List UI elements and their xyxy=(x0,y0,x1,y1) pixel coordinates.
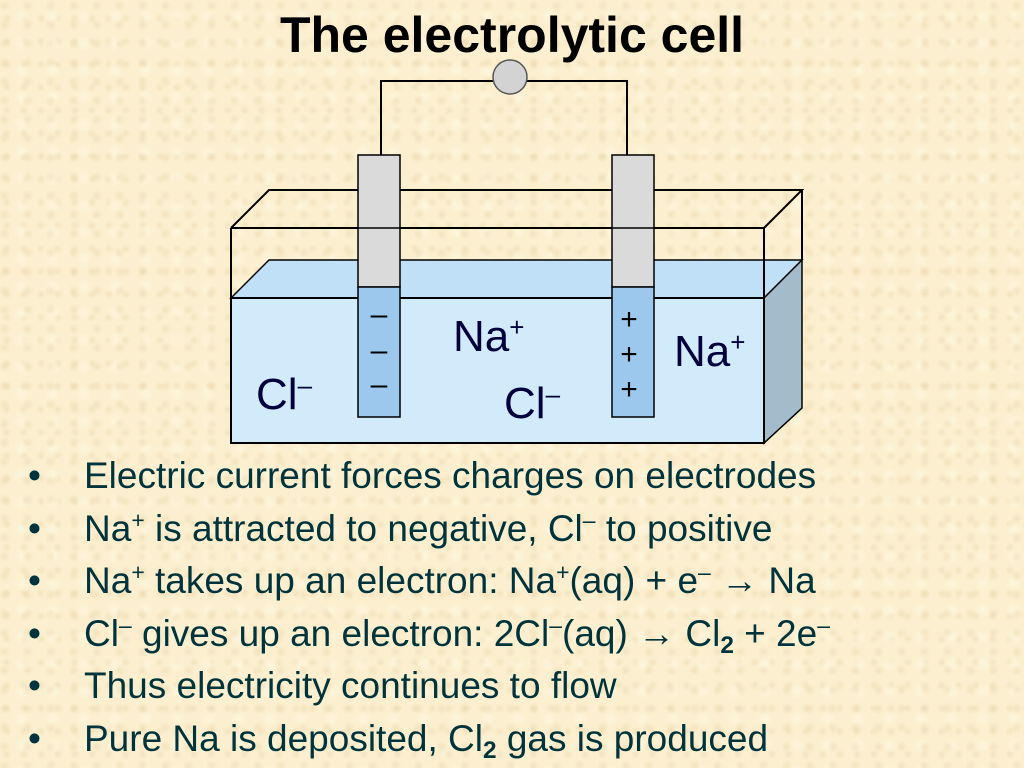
cathode-charge: – xyxy=(371,334,388,367)
power-source-icon xyxy=(492,59,528,95)
charge-superscript: – xyxy=(817,611,830,638)
bullet-text: Na xyxy=(84,560,132,601)
bullet-text: takes up an electron: Na xyxy=(144,560,557,601)
charge-superscript: – xyxy=(698,559,711,586)
bullet-text: → Na xyxy=(710,560,816,601)
charge-superscript: – xyxy=(118,611,132,638)
charge-superscript: + xyxy=(131,506,145,533)
bullet-text: Pure Na is deposited, Cl xyxy=(84,717,483,759)
cathode-electrode: – – – xyxy=(357,154,401,418)
charge-superscript: – xyxy=(549,611,562,638)
ion-label-na-right: Na+ xyxy=(674,327,745,376)
bullet-text: Thus electricity continues to flow xyxy=(84,665,617,706)
bullet-item: Pure Na is deposited, Cl2 gas is produce… xyxy=(28,713,1018,766)
cathode-charge: – xyxy=(371,298,388,331)
bullet-text: gives up an electron: 2Cl xyxy=(131,612,550,654)
bullet-list: Electric current forces charges on elect… xyxy=(28,450,1018,765)
cathode-charge: – xyxy=(371,368,388,401)
charge-superscript: + xyxy=(131,559,145,586)
container-back-edge xyxy=(230,189,805,229)
bullet-text: Cl xyxy=(84,612,119,654)
charge-superscript: – xyxy=(582,506,596,533)
slide-title: The electrolytic cell xyxy=(279,7,745,63)
bullet-text: Na xyxy=(84,507,132,549)
anode-charge: + xyxy=(620,338,638,371)
bullet-item: Na+ takes up an electron: Na+(aq) + e– →… xyxy=(28,555,1018,608)
bullet-item: Na+ is attracted to negative, Cl– to pos… xyxy=(28,503,1018,556)
bullet-text: (aq) + e xyxy=(569,560,699,601)
ion-label-cl-middle: Cl– xyxy=(504,379,561,428)
bullet-text: Electric current forces charges on elect… xyxy=(84,455,817,496)
bullet-item: Cl– gives up an electron: 2Cl–(aq) → Cl2… xyxy=(28,608,1018,661)
charge-superscript: + xyxy=(556,559,570,586)
bullet-item: Electric current forces charges on elect… xyxy=(28,450,1018,503)
ion-label-na-left: Na+ xyxy=(453,312,524,361)
solution-front xyxy=(230,297,765,444)
right-wire xyxy=(526,80,628,155)
bullet-text: (aq) → Cl xyxy=(562,612,721,654)
anode-charge: + xyxy=(620,303,638,336)
left-wire xyxy=(380,80,496,155)
bullet-text: + 2e xyxy=(733,612,818,654)
subscript: 2 xyxy=(482,736,497,764)
subscript: 2 xyxy=(720,631,734,659)
solution-surface xyxy=(229,259,804,299)
anode-charge: + xyxy=(620,373,638,406)
bullet-text: is attracted to negative, Cl xyxy=(144,507,583,549)
bullet-text: gas is produced xyxy=(496,717,769,759)
bullet-text: to positive xyxy=(595,507,773,549)
anode-electrode: + + + xyxy=(611,154,655,418)
ion-label-cl-left: Cl– xyxy=(256,370,313,419)
electrolytic-cell-diagram: – – – + + + Na+ Na+ Cl– Cl– xyxy=(229,59,805,445)
bullet-item: Thus electricity continues to flow xyxy=(28,660,1018,713)
